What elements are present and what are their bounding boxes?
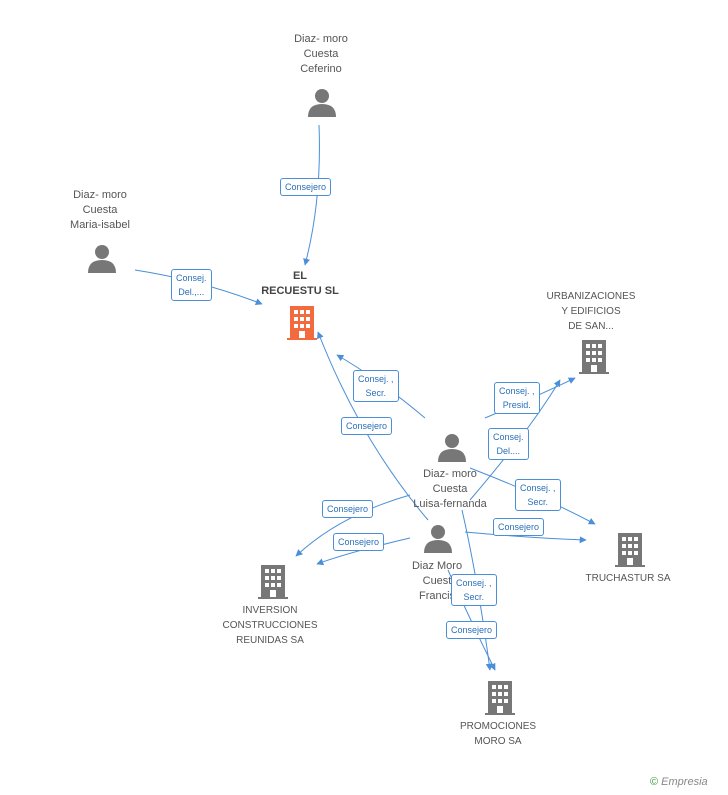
node-label-mariaisabel[interactable]: Diaz- moro Cuesta Maria-isabel [55,188,145,233]
edge-label-consejero[interactable]: Consejero [341,417,393,435]
building-icon [258,565,288,599]
edge-label-line: Consejero [346,421,388,431]
node-label-francis[interactable]: Diaz Moro Cuest Francis [395,559,479,604]
label-line: Maria-isabel [70,219,130,231]
label-line: Cuesta [432,483,468,495]
edge-label-line: Consejero [285,182,327,192]
label-line: PROMOCIONES [459,721,537,732]
label-line: INVERSION [242,605,298,616]
person-icon [308,89,336,117]
label-line: URBANIZACIONES [546,291,636,302]
edge-label-consejero[interactable]: Consejero [493,518,545,536]
label-line: TRUCHASTUR SA [585,573,671,584]
edge-label-line: Consejero [338,537,380,547]
node-label-luisafernanda[interactable]: Diaz- moro Cuesta Luisa-fernanda [405,467,495,512]
label-line: Luisa-fernanda [413,498,487,510]
building-icon [615,533,645,567]
edge-label-consej-secr[interactable]: Consej. , Secr. [515,479,561,511]
node-label-inversion[interactable]: INVERSION CONSTRUCCIONES REUNIDAS SA [215,603,325,648]
label-line: EL [292,270,308,282]
building-icon [485,681,515,715]
node-label-promociones[interactable]: PROMOCIONES MORO SA [448,719,548,749]
edge-label-consej-secr[interactable]: Consej. , Secr. [451,574,497,606]
edge-label-consej-del[interactable]: Consej. Del.... [488,428,529,460]
node-label-urbanizaciones[interactable]: URBANIZACIONES Y EDIFICIOS DE SAN... [536,289,646,334]
edge-luisa-inversion [295,494,411,557]
label-line: DE SAN... [568,321,614,332]
brand-name: Empresia [661,776,708,788]
watermark: © Empresia [650,776,708,788]
label-line: Ceferino [300,63,342,75]
node-label-ceferino[interactable]: Diaz- moro Cuesta Ceferino [276,32,366,77]
edge-label-line: Consej. [493,432,524,442]
person-icon [438,434,466,462]
label-line: Francis [418,590,456,602]
edge-label-line: Consej. , [520,483,556,493]
edge-francis-truchastur [464,531,587,544]
edge-label-consej-del[interactable]: Consej. Del.,... [171,269,212,301]
edge-label-line: Consej. , [456,578,492,588]
building-icon-main [287,306,317,340]
edge-label-consejero[interactable]: Consejero [322,500,374,518]
label-line: Cuesta [82,204,118,216]
label-line: MORO SA [474,736,522,747]
edge-label-line: Consej. , [499,386,535,396]
edge-label-line: Secr. [463,592,485,602]
edge-label-line: Del.... [496,446,521,456]
label-line: Diaz- moro [294,33,348,45]
person-icon [424,525,452,553]
label-line: Cuest [422,575,452,587]
label-line: RECUESTU SL [261,285,339,297]
label-line: CONSTRUCCIONES [222,620,318,631]
edge-label-consejero[interactable]: Consejero [333,533,385,551]
edge-label-consejero[interactable]: Consejero [280,178,332,196]
label-line: Diaz- moro [423,468,477,480]
building-icon [579,340,609,374]
node-label-recuestu[interactable]: EL RECUESTU SL [250,269,350,299]
edge-label-line: Consej. [176,273,207,283]
edge-label-consej-presid[interactable]: Consej. , Presid. [494,382,540,414]
label-line: Diaz- moro [73,189,127,201]
edge-ceferino-recuestu [303,124,320,266]
person-icon [88,245,116,273]
label-line: Y EDIFICIOS [561,306,621,317]
copyright-icon: © [650,776,659,788]
label-line: Diaz Moro [411,560,463,572]
edge-label-line: Consejero [451,625,493,635]
edge-label-line: Consejero [327,504,369,514]
edge-label-line: Secr. [527,497,549,507]
edge-francis-inversion [316,537,411,566]
edge-label-line: Consejero [498,522,540,532]
node-label-truchastur[interactable]: TRUCHASTUR SA [576,571,680,586]
edge-label-line: Secr. [365,388,387,398]
edge-label-line: Presid. [502,400,531,410]
edge-label-consejero[interactable]: Consejero [446,621,498,639]
edge-label-line: Del.,... [178,287,205,297]
label-line: REUNIDAS SA [236,635,304,646]
edge-label-line: Consej. , [358,374,394,384]
edge-label-consej-secr[interactable]: Consej. , Secr. [353,370,399,402]
label-line: Cuesta [303,48,339,60]
